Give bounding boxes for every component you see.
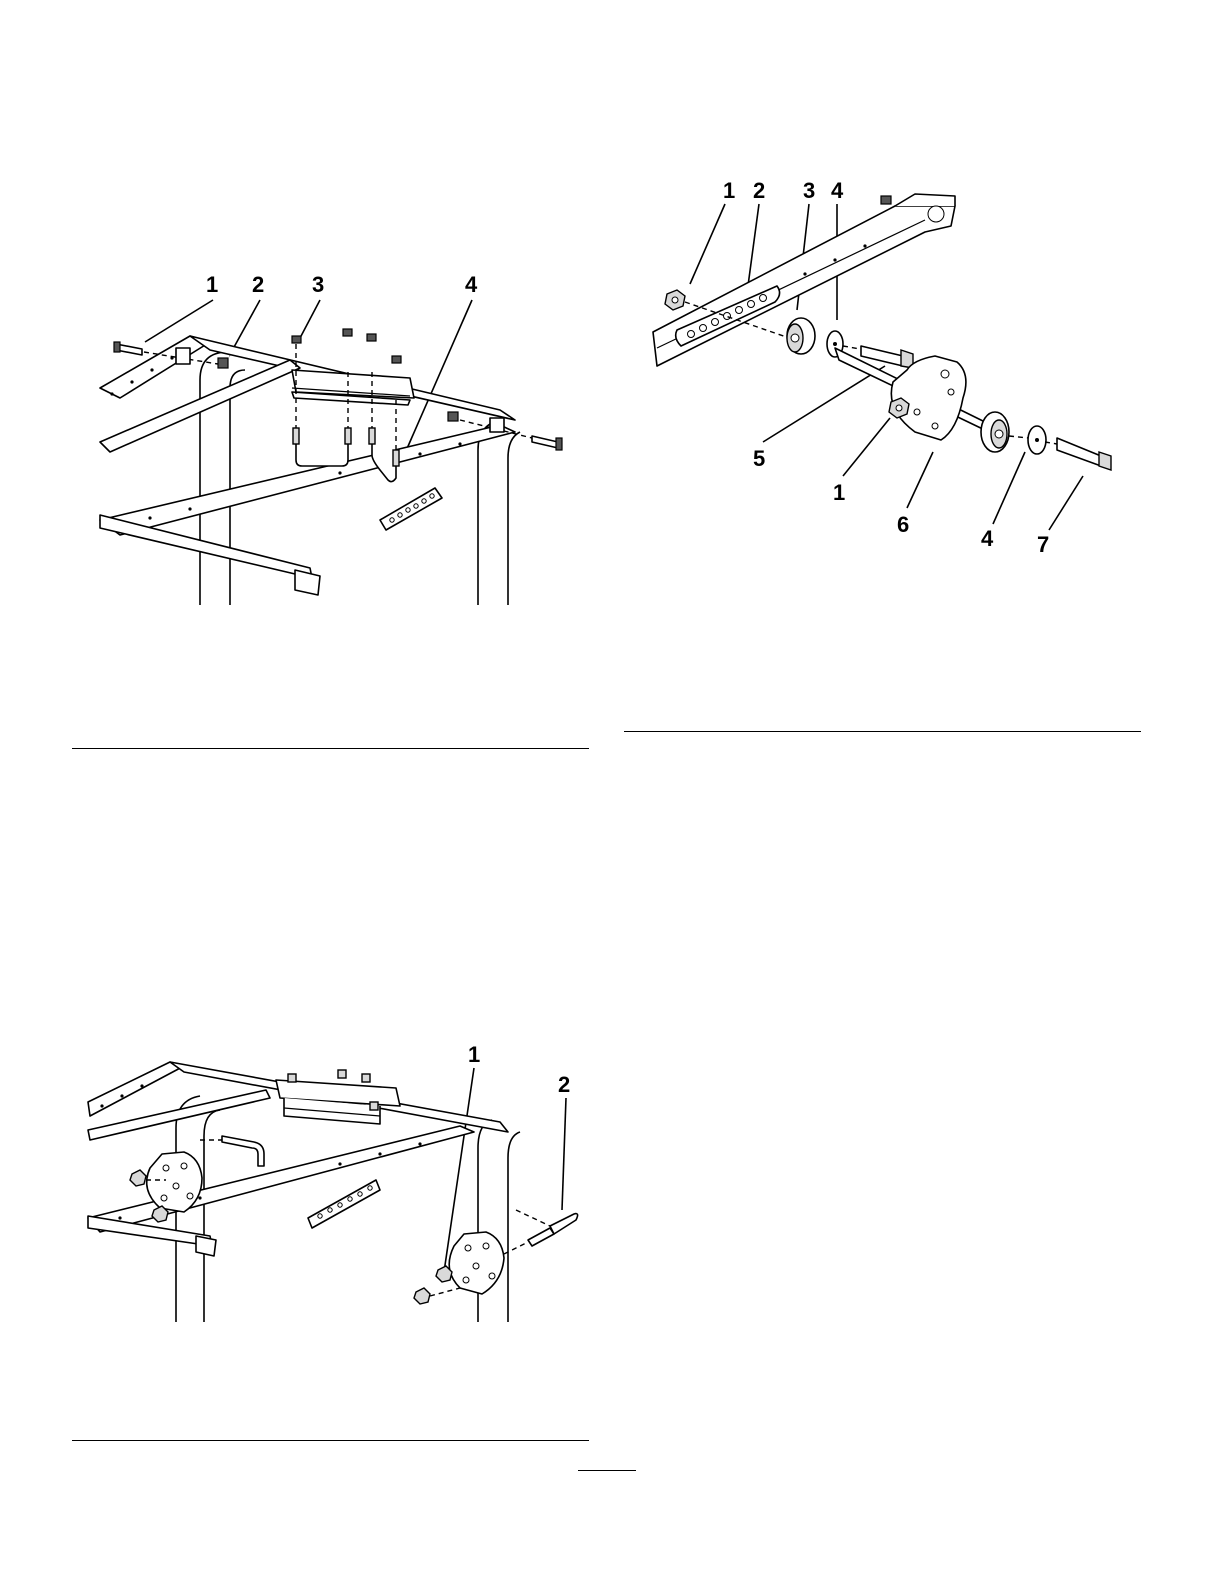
callout-7: 7 bbox=[1037, 532, 1049, 557]
callout-4: 4 bbox=[465, 272, 478, 297]
callout-1: 1 bbox=[206, 272, 218, 297]
callout-4b: 4 bbox=[981, 526, 994, 551]
callout-2: 2 bbox=[753, 178, 765, 203]
callout-3: 3 bbox=[312, 272, 324, 297]
callout-1b: 1 bbox=[833, 480, 845, 505]
callout-1: 1 bbox=[468, 1042, 480, 1067]
callout-4: 4 bbox=[831, 178, 844, 203]
callout-3: 3 bbox=[803, 178, 815, 203]
figure-top-right-illustration: 1 2 3 4 5 1 6 4 7 bbox=[645, 170, 1125, 570]
page-number-underline bbox=[578, 1470, 636, 1471]
figure-bottom-left-illustration: 1 2 bbox=[80, 1040, 600, 1330]
callout-5: 5 bbox=[753, 446, 765, 471]
figure-top-left-illustration: 1 2 3 4 bbox=[80, 260, 600, 610]
callout-2: 2 bbox=[252, 272, 264, 297]
divider-bottom-left bbox=[72, 1440, 589, 1441]
divider-top-left bbox=[72, 748, 589, 749]
callout-6: 6 bbox=[897, 512, 909, 537]
divider-top-right bbox=[624, 731, 1141, 732]
callout-2: 2 bbox=[558, 1072, 570, 1097]
callout-1: 1 bbox=[723, 178, 735, 203]
